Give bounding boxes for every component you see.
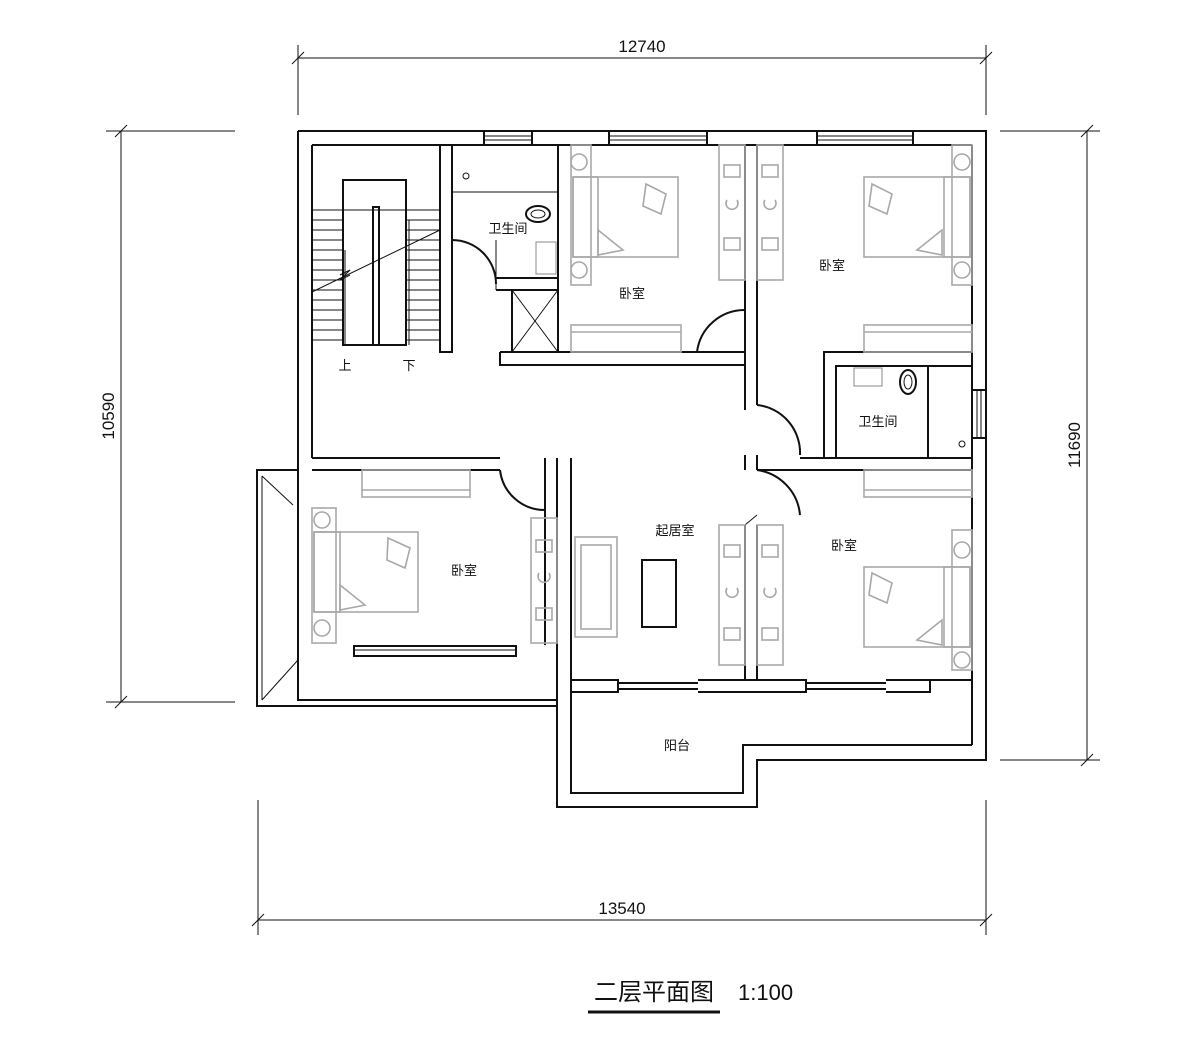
stairs-up-label: 上 (338, 359, 351, 374)
windows (353, 130, 987, 690)
dimension-bottom: 13540 (598, 899, 645, 918)
room-label-bedroom-bottom-right: 卧室 (831, 538, 857, 554)
drawing-title: 二层平面图 (594, 978, 714, 1006)
dimension-left: 10590 (99, 392, 118, 439)
dimension-lines (106, 45, 1100, 935)
dimension-right: 11690 (1065, 422, 1084, 468)
room-label-living-room: 起居室 (655, 523, 694, 539)
room-label-bathroom-right: 卫生间 (858, 415, 897, 430)
stairs-down-label: 下 (402, 359, 415, 374)
dimension-top: 12740 (618, 37, 665, 56)
room-label-bedroom-top-mid: 卧室 (619, 286, 645, 302)
bedroom-left-furniture (311, 469, 558, 644)
bedroom-bottom-right-furniture (756, 469, 973, 671)
staircase (311, 179, 441, 346)
room-label-bathroom-top: 卫生间 (488, 222, 527, 237)
bedroom-top-right-furniture (756, 144, 973, 353)
room-label-bedroom-left: 卧室 (451, 563, 477, 579)
bathroom-right-fixtures (853, 367, 966, 448)
living-room-furniture (574, 524, 746, 666)
drawing-scale: 1:100 (738, 980, 793, 1005)
room-label-bedroom-top-right: 卧室 (819, 258, 845, 274)
room-label-balcony: 阳台 (664, 739, 690, 754)
bedroom-top-mid-furniture (570, 144, 746, 353)
bathroom-top-fixtures (452, 172, 558, 275)
doors (451, 239, 802, 526)
